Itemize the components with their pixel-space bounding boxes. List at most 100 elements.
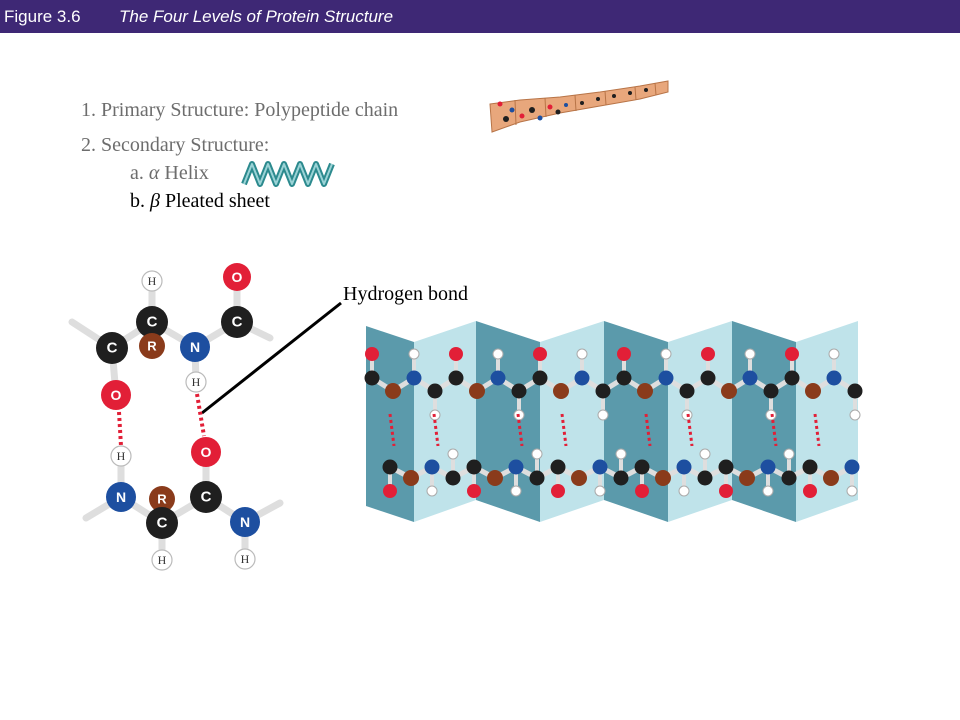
hydrogen-atom: [447, 448, 459, 460]
r-group: [149, 486, 175, 512]
figure-header: Figure 3.6 The Four Levels of Protein St…: [0, 0, 960, 33]
nitrogen-atom: [106, 482, 136, 512]
oxygen-atom: [533, 347, 547, 361]
carbon-atom: [448, 370, 464, 386]
hydrogen-bond-dashes: [813, 413, 821, 447]
hydrogen-atom: [426, 485, 438, 497]
hydrogen-atom: [594, 485, 606, 497]
carbon-atom: [445, 470, 461, 486]
hydrogen-atom: [846, 485, 858, 497]
hydrogen-bond-pointer: [201, 301, 342, 415]
oxygen-atom: [101, 380, 131, 410]
polypeptide-chain-image: [489, 80, 669, 133]
nitrogen-atom: [490, 370, 506, 386]
carbon-atom: [511, 383, 527, 399]
hydrogen-atom: [699, 448, 711, 460]
hydrogen-bond-dashes: [432, 413, 440, 447]
nitrogen-atom: [844, 459, 860, 475]
oxygen-atom: [223, 263, 251, 291]
nitrogen-atom: [826, 370, 842, 386]
r-group: [139, 333, 165, 359]
r-group: [553, 383, 569, 399]
nitrogen-atom: [424, 459, 440, 475]
figure-number: Figure 3.6: [4, 7, 81, 26]
atom-label: H: [158, 553, 167, 567]
hydrogen-atom: [660, 348, 672, 360]
hydrogen-atom: [234, 548, 256, 570]
sheet-panel: [540, 321, 604, 522]
carbon-atom: [634, 459, 650, 475]
alpha-symbol: α: [148, 162, 160, 184]
atom-label: H: [117, 449, 126, 463]
nitrogen-atom: [676, 459, 692, 475]
carbon-atom: [136, 306, 168, 338]
alpha-helix-icon: [241, 161, 335, 187]
alpha-helix-label: a. α Helix: [130, 161, 209, 185]
hydrogen-bond-dashes: [117, 393, 206, 447]
atom-label: C: [107, 340, 118, 357]
r-group: [637, 383, 653, 399]
atom-label: C: [147, 314, 158, 331]
hydrogen-atom: [849, 409, 861, 421]
hydrogen-atom: [576, 348, 588, 360]
nitrogen-atom: [592, 459, 608, 475]
carbon-atom: [382, 459, 398, 475]
atom-label: O: [111, 387, 122, 403]
carbon-atom: [784, 370, 800, 386]
atom-label: C: [157, 515, 168, 532]
oxygen-atom: [365, 347, 379, 361]
r-group: [487, 470, 503, 486]
hydrogen-bond-dashes: [516, 413, 524, 447]
r-group: [469, 383, 485, 399]
nitrogen-atom: [760, 459, 776, 475]
carbon-atom: [146, 507, 178, 539]
atom-label: C: [232, 314, 243, 331]
atom-label: H: [148, 274, 157, 288]
carbon-atom: [532, 370, 548, 386]
atom-label: C: [201, 489, 212, 506]
r-group: [403, 470, 419, 486]
carbon-atom: [595, 383, 611, 399]
r-group: [739, 470, 755, 486]
carbon-atom: [427, 383, 443, 399]
carbon-atom: [190, 481, 222, 513]
carbon-atom: [697, 470, 713, 486]
nitrogen-atom: [574, 370, 590, 386]
oxygen-atom: [617, 347, 631, 361]
carbon-atom: [781, 470, 797, 486]
hydrogen-atom: [744, 348, 756, 360]
hydrogen-atom: [408, 348, 420, 360]
oxygen-atom: [635, 484, 649, 498]
carbon-atom: [364, 370, 380, 386]
carbon-atom: [613, 470, 629, 486]
carbon-atom: [529, 470, 545, 486]
hydrogen-atom: [492, 348, 504, 360]
atom-label: N: [240, 514, 250, 530]
hydrogen-atom: [678, 485, 690, 497]
oxygen-atom: [701, 347, 715, 361]
secondary-structure-label: 2. Secondary Structure:: [81, 134, 270, 156]
carbon-atom: [466, 459, 482, 475]
r-group: [385, 383, 401, 399]
oxygen-atom: [785, 347, 799, 361]
hydrogen-bond-dashes: [560, 413, 568, 447]
oxygen-atom: [449, 347, 463, 361]
oxygen-atom: [551, 484, 565, 498]
hydrogen-atom: [531, 448, 543, 460]
carbon-atom: [221, 306, 253, 338]
hydrogen-atom: [151, 549, 173, 571]
hydrogen-atom: [615, 448, 627, 460]
hydrogen-atom: [110, 445, 132, 467]
hydrogen-atom: [597, 409, 609, 421]
sheet-text: Pleated sheet: [164, 190, 270, 212]
atom-label: R: [147, 339, 157, 354]
carbon-atom: [700, 370, 716, 386]
carbon-atom: [718, 459, 734, 475]
carbon-atom: [550, 459, 566, 475]
r-group: [805, 383, 821, 399]
r-group: [655, 470, 671, 486]
carbon-atom: [763, 383, 779, 399]
hydrogen-atom: [510, 485, 522, 497]
atom-label: R: [157, 492, 167, 507]
